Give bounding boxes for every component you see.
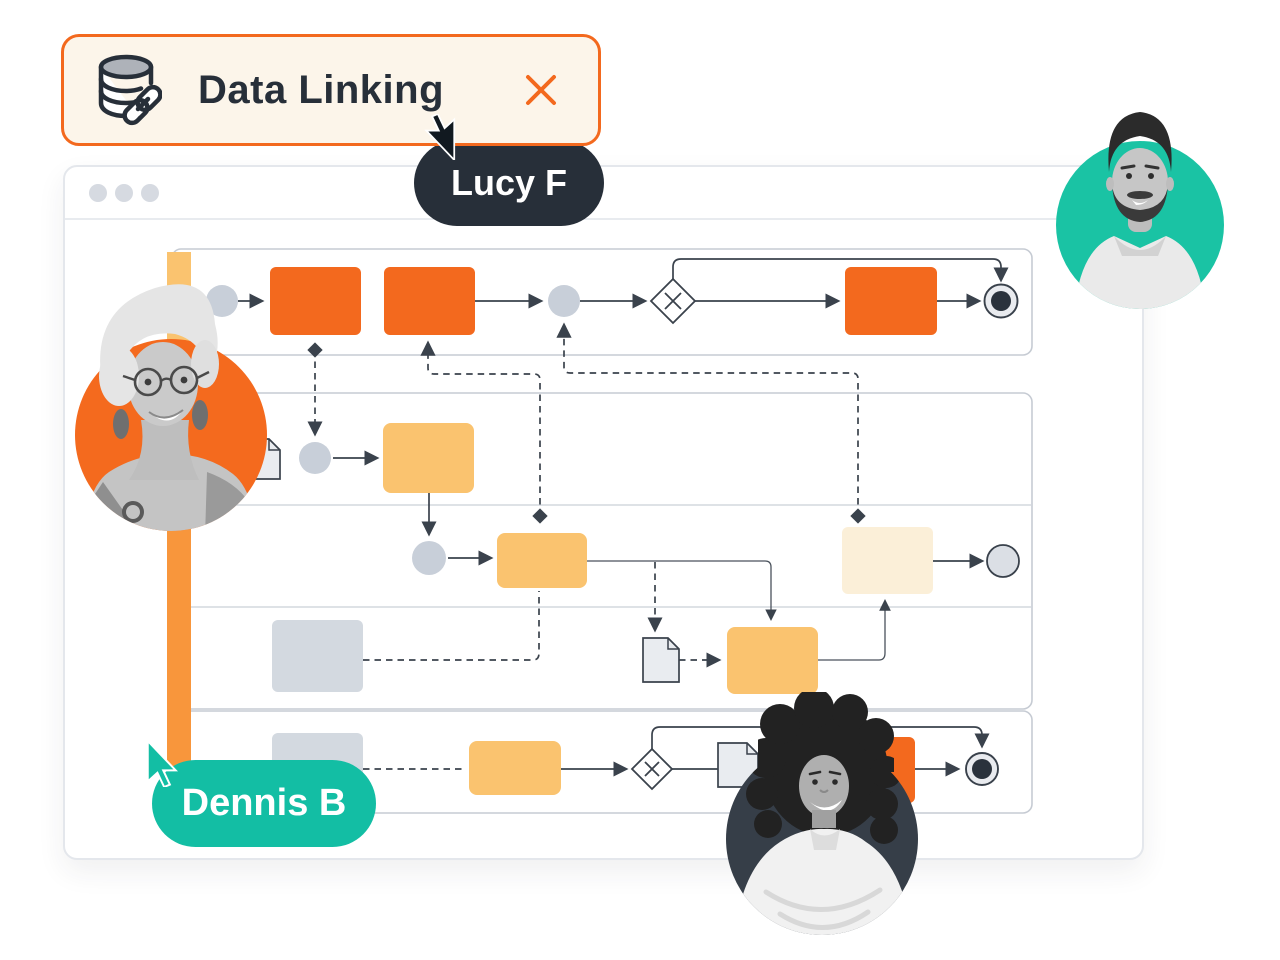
data-object-fold [667,638,679,650]
intermediate-event[interactable] [548,285,580,317]
data-association [420,340,548,524]
gateway-bypass-flow [672,258,1009,283]
database-link-icon [98,54,162,126]
user-cursor-lucy-icon [424,114,456,160]
sequence-flow [818,599,891,661]
user-label-text: Lucy F [450,162,567,203]
data-association [556,322,866,524]
end-event-core [991,291,1011,311]
data-object-fold [746,743,758,755]
user-label-text: Dennis B [181,782,347,824]
window-dot[interactable] [115,183,133,202]
data-linking-chip[interactable]: Data Linking [61,34,601,146]
task-node-yellow[interactable] [727,627,818,694]
start-event[interactable] [206,285,238,317]
task-node-yellow[interactable] [383,423,474,493]
traffic-light-dots [89,183,159,202]
close-icon[interactable] [524,73,558,107]
collaborator-avatar-left [75,284,267,531]
task-node-yellow[interactable] [497,533,587,588]
intermediate-event[interactable] [412,541,446,575]
user-label-dennis: Dennis B [152,760,376,847]
user-cursor-dennis-icon [146,741,178,787]
task-node-orange[interactable] [270,267,361,335]
sequence-flow [587,560,777,621]
data-object-fold [268,439,280,451]
gateway-x-icon [644,761,660,777]
window-dot[interactable] [89,183,107,202]
collaborator-avatar-top-right [1056,112,1224,309]
start-event[interactable] [299,442,331,474]
task-node-orange[interactable] [845,267,937,335]
chip-label: Data Linking [198,67,445,112]
end-event-core [972,759,992,779]
task-node-yellow[interactable] [469,741,561,795]
avatar-photo-man [1074,112,1206,309]
task-node-gray[interactable] [272,620,363,692]
task-node-orange[interactable] [384,267,475,335]
window-dot[interactable] [141,183,159,202]
data-association [363,591,540,661]
data-object-icon[interactable] [642,637,680,683]
collaborator-avatar-bottom [726,692,918,935]
avatar-photo-woman-curly [734,692,912,935]
task-node-cream[interactable] [842,527,933,594]
end-event-plain[interactable] [986,544,1020,578]
avatar-photo-woman [85,284,257,531]
window-topbar [65,167,1142,220]
gateway-x-icon [664,292,682,310]
user-label-lucy: Lucy F [414,140,604,226]
